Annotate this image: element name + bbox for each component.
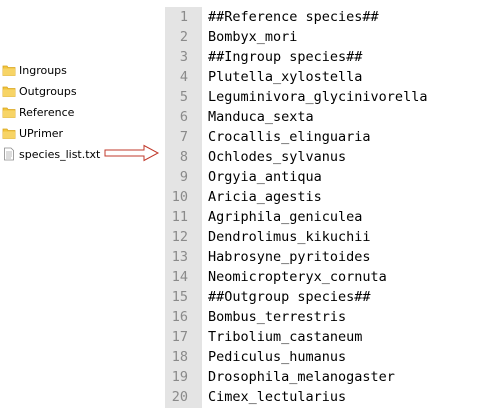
file-name: Ingroups (19, 63, 67, 77)
line-number: 4 (179, 69, 188, 85)
line-number: 10 (171, 189, 188, 205)
line-text: Tribolium_castaneum (208, 329, 363, 345)
code-line[interactable]: 9 Orgyia_antiqua (165, 167, 481, 187)
file-item-reference[interactable]: Reference (2, 102, 74, 122)
folder-icon (2, 65, 16, 76)
line-number: 19 (171, 369, 188, 385)
code-line[interactable]: 11 Agriphila_geniculea (165, 207, 481, 227)
code-line[interactable]: 6 Manduca_sexta (165, 107, 481, 127)
line-text: Habrosyne_pyritoides (208, 249, 371, 265)
file-item-outgroups[interactable]: Outgroups (2, 81, 77, 101)
file-name: species_list.txt (19, 147, 101, 161)
line-number: 18 (171, 349, 188, 365)
line-number: 12 (171, 229, 188, 245)
line-text: ##Reference species## (208, 9, 379, 25)
line-text: Cimex_lectularius (208, 389, 347, 405)
code-line[interactable]: 1 ##Reference species## (165, 7, 481, 27)
code-line[interactable]: 17 Tribolium_castaneum (165, 327, 481, 347)
code-line[interactable]: 15 ##Outgroup species## (165, 287, 481, 307)
line-number: 5 (179, 89, 188, 105)
code-line[interactable]: 16 Bombus_terrestris (165, 307, 481, 327)
file-item-ingroups[interactable]: Ingroups (2, 60, 67, 80)
line-number: 2 (179, 29, 188, 45)
line-number: 1 (179, 9, 188, 25)
line-text: Crocallis_elinguaria (208, 129, 371, 145)
folder-icon (2, 107, 16, 118)
line-text: Ochlodes_sylvanus (208, 149, 347, 165)
file-item-uprimer[interactable]: UPrimer (2, 123, 63, 143)
text-file-icon (4, 147, 14, 161)
code-line[interactable]: 8 Ochlodes_sylvanus (165, 147, 481, 167)
line-number: 3 (179, 49, 188, 65)
code-line[interactable]: 18 Pediculus_humanus (165, 347, 481, 367)
right-arrow-icon (104, 144, 160, 162)
line-text: Pediculus_humanus (208, 349, 347, 365)
line-text: Orgyia_antiqua (208, 169, 322, 185)
line-text: Manduca_sexta (208, 109, 314, 125)
line-number: 11 (171, 209, 188, 225)
file-name: UPrimer (19, 126, 64, 140)
code-line[interactable]: 20 Cimex_lectularius (165, 387, 481, 407)
file-name: Reference (19, 105, 75, 119)
code-line[interactable]: 5 Leguminivora_glycinivorella (165, 87, 481, 107)
line-number: 9 (179, 169, 188, 185)
line-text: Plutella_xylostella (208, 69, 363, 85)
line-text: ##Outgroup species## (208, 289, 371, 305)
code-line[interactable]: 3 ##Ingroup species## (165, 47, 481, 67)
line-number: 6 (179, 109, 188, 125)
line-number: 16 (171, 309, 188, 325)
line-number: 13 (171, 249, 188, 265)
line-number: 15 (171, 289, 188, 305)
line-number-gutter (165, 7, 202, 408)
code-line[interactable]: 19 Drosophila_melanogaster (165, 367, 481, 387)
line-number: 8 (179, 149, 188, 165)
file-name: Outgroups (19, 84, 77, 98)
line-number: 7 (179, 129, 188, 145)
line-text: ##Ingroup species## (208, 49, 363, 65)
line-number: 14 (171, 269, 188, 285)
code-line[interactable]: 10 Aricia_agestis (165, 187, 481, 207)
file-item-species-list[interactable]: species_list.txt (2, 144, 100, 164)
line-text: Dendrolimus_kikuchii (208, 229, 371, 245)
line-text: Agriphila_geniculea (208, 209, 363, 225)
code-line[interactable]: 7 Crocallis_elinguaria (165, 127, 481, 147)
text-editor[interactable]: 1 ##Reference species## 2 Bombyx_mori 3 ##Ing… (165, 7, 481, 408)
line-text: Bombyx_mori (208, 29, 298, 45)
code-line[interactable]: 12 Dendrolimus_kikuchii (165, 227, 481, 247)
line-text: Leguminivora_glycinivorella (208, 89, 428, 105)
line-text: Neomicropteryx_cornuta (208, 269, 387, 285)
code-line[interactable]: 13 Habrosyne_pyritoides (165, 247, 481, 267)
line-text: Bombus_terrestris (208, 309, 347, 325)
code-line[interactable]: 2 Bombyx_mori (165, 27, 481, 47)
line-text: Drosophila_melanogaster (208, 369, 395, 385)
code-line[interactable]: 14 Neomicropteryx_cornuta (165, 267, 481, 287)
line-number: 17 (171, 329, 188, 345)
folder-icon (2, 86, 16, 97)
folder-icon (2, 128, 16, 139)
code-line[interactable]: 4 Plutella_xylostella (165, 67, 481, 87)
line-number: 20 (171, 389, 188, 405)
line-text: Aricia_agestis (208, 189, 322, 205)
